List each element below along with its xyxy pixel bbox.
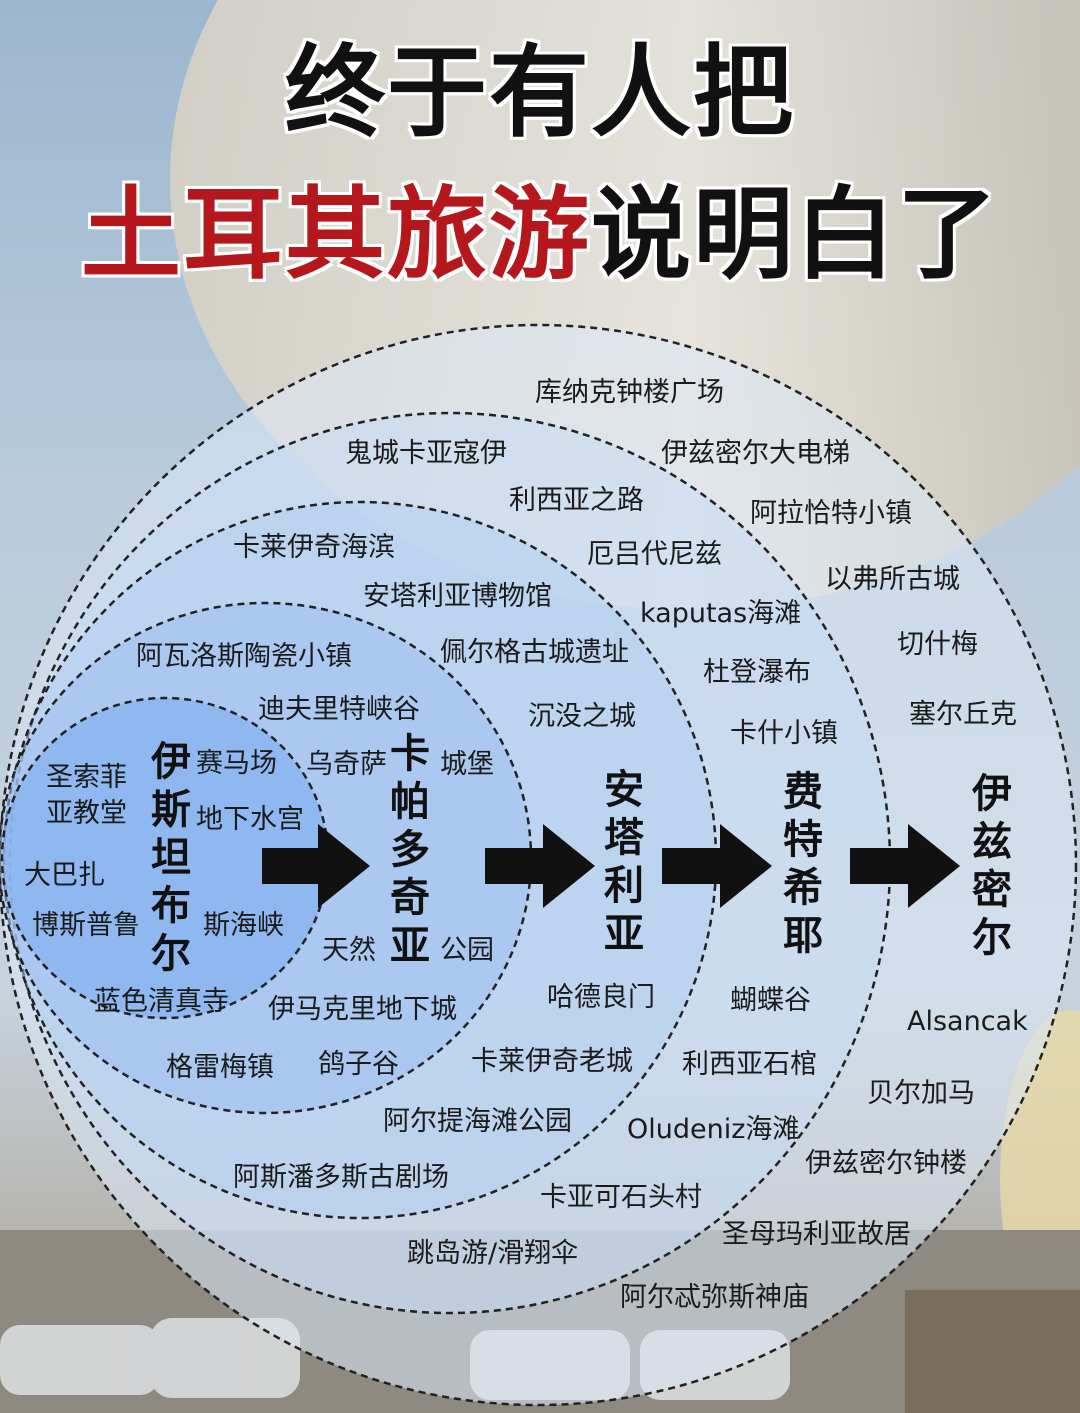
spot-ephesus: 以弗所古城 [825,564,960,595]
spot-kayakoy-ghost-town: 鬼城卡亚寇伊 [345,438,507,469]
spot-lycian-way: 利西亚之路 [509,485,644,516]
title-line-2: 土耳其旅游说明白了 [0,180,1080,290]
spot-antalya-museum: 安塔利亚博物馆 [363,581,552,612]
spot-pigeon-valley: 鸽子谷 [318,1049,399,1080]
spot-selcuk: 塞尔丘克 [909,699,1017,730]
spot-cesme: 切什梅 [897,629,978,660]
spot-bosphorus-2: 斯海峡 [203,910,284,941]
spot-kaleici-old-town: 卡莱伊奇老城 [471,1046,633,1077]
city-antalya: 安塔利亚 [604,767,644,957]
spot-kaputas-beach: kaputas海滩 [640,598,802,629]
spot-aspendos-theatre: 阿斯潘多斯古剧场 [233,1162,449,1193]
spot-hadrians-gate: 哈德良门 [547,982,655,1013]
spot-bergama: 贝尔加马 [867,1078,975,1109]
spot-castle: 城堡 [440,749,494,780]
spot-temple-of-artemis: 阿尔忒弥斯神庙 [620,1282,809,1313]
city-fethiye: 费特希耶 [783,769,823,959]
spot-ataturk-beach-park: 阿尔提海滩公园 [383,1106,572,1137]
spot-perge-ruins: 佩尔格古城遗址 [440,637,629,668]
spot-island-hopping-paragliding: 跳岛游/滑翔伞 [407,1238,579,1269]
spot-kayakoy-stone-village: 卡亚可石头村 [540,1182,702,1213]
spot-alsancak: Alsancak [907,1006,1028,1037]
spot-basilica-cistern: 地下水宫 [196,804,304,835]
spot-nature-park-1: 天然 [322,935,376,966]
spot-blue-mosque: 蓝色清真寺 [94,986,229,1017]
spot-devrent-valley: 迪夫里特峡谷 [258,694,420,725]
spot-underground-city: 伊马克里地下城 [268,994,457,1025]
spot-hagia-sophia: 圣索菲亚教堂 [46,762,127,829]
arrow-3 [662,824,772,908]
title-line-1: 终于有人把 [285,34,795,151]
arrow-1 [262,824,370,908]
spot-hippodrome: 赛马场 [196,748,277,779]
spot-izmir-clock-tower: 伊兹密尔钟楼 [805,1148,967,1179]
spot-avanos: 阿瓦洛斯陶瓷小镇 [136,641,352,672]
spot-grand-bazaar: 大巴扎 [24,860,105,891]
title-rest: 说明白了 [591,176,999,293]
spot-oludeniz-beach: Oludeniz海滩 [627,1114,800,1145]
city-izmir: 伊兹密尔 [972,771,1012,961]
spot-butterfly-valley: 蝴蝶谷 [730,985,811,1016]
spot-konak-clock-square: 库纳克钟楼广场 [535,377,724,408]
spot-oludeniz: 厄吕代尼兹 [587,539,722,570]
spot-kaleici-coast: 卡莱伊奇海滨 [233,532,395,563]
spot-uchisar: 乌奇萨 [306,749,387,780]
spot-duden-waterfall: 杜登瀑布 [703,657,811,688]
spot-sunken-city: 沉没之城 [528,701,636,732]
spot-house-of-virgin-mary: 圣母玛利亚故居 [722,1219,911,1250]
spot-bosphorus-1: 博斯普鲁 [32,910,140,941]
spot-nature-park-2: 公园 [440,935,494,966]
spot-alacati: 阿拉恰特小镇 [750,498,912,529]
building [905,1290,1080,1413]
city-istanbul: 伊斯坦布尔 [151,739,191,977]
spot-goreme: 格雷梅镇 [166,1052,274,1083]
arrow-4 [850,824,960,908]
spot-izmir-elevator: 伊兹密尔大电梯 [661,438,850,469]
arrow-2 [485,824,595,908]
title-highlight: 土耳其旅游 [81,176,591,293]
spot-kas-town: 卡什小镇 [730,718,838,749]
city-cappadocia: 卡帕多奇亚 [390,731,430,969]
spot-lycian-tombs: 利西亚石棺 [682,1049,817,1080]
